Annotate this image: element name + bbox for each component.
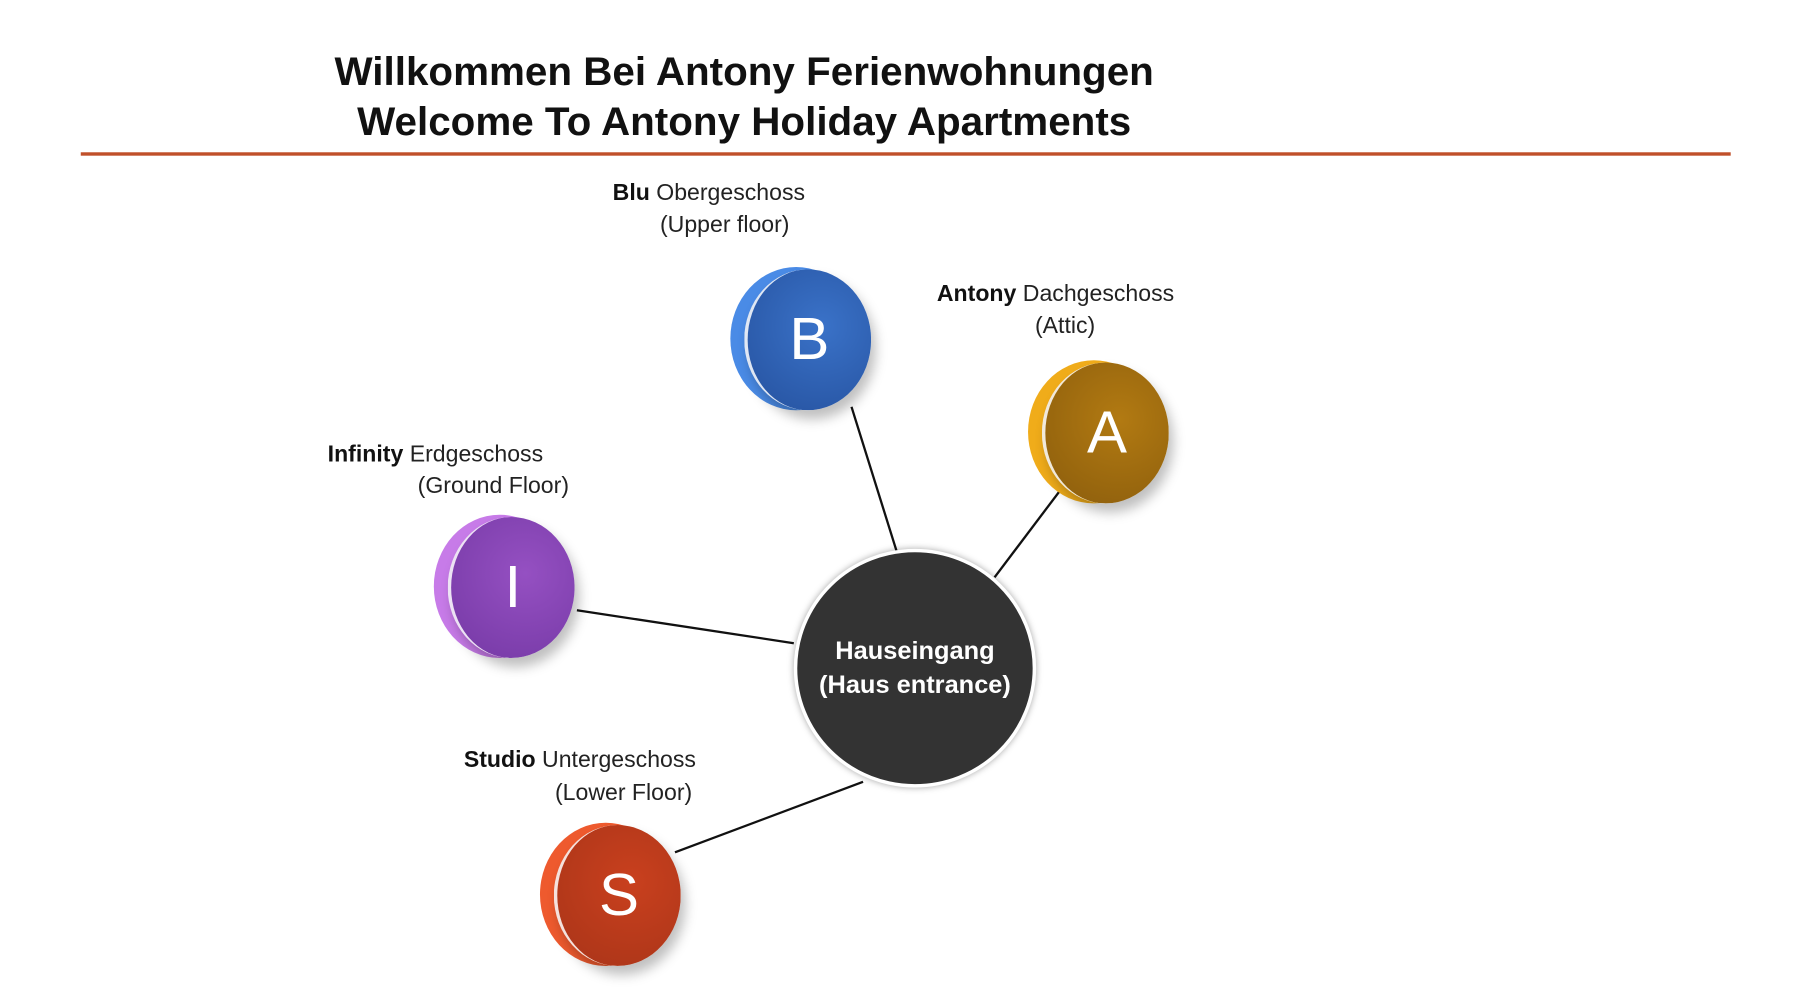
apartment-name: Studio: [463, 747, 536, 773]
coin-letter: A: [1041, 362, 1169, 504]
apartment-name: Antony: [936, 281, 1017, 307]
connector-blu: [850, 406, 899, 555]
house-entrance-hub: Hauseingang (Haus entrance): [793, 548, 1037, 788]
label-studio-en: (Lower Floor): [554, 780, 693, 806]
coin-antony: A: [1028, 360, 1171, 505]
connector-infinity: [576, 609, 794, 645]
label-studio: Studio Untergeschoss: [464, 748, 696, 774]
label-antony-en: (Attic): [1034, 313, 1096, 339]
coin-studio: S: [539, 822, 683, 968]
coin-letter: B: [744, 269, 872, 411]
floor-name: Erdgeschoss: [409, 442, 544, 468]
title-german: Willkommen Bei Antony Ferienwohnungen: [334, 50, 1154, 95]
coin-letter: I: [447, 517, 575, 658]
hub-title: Hauseingang: [835, 636, 995, 665]
apartment-name: Blu: [612, 180, 650, 206]
label-infinity: Infinity Erdgeschoss: [328, 442, 543, 468]
floor-name: Dachgeschoss: [1022, 281, 1175, 307]
floor-name: Obergeschoss: [656, 180, 806, 206]
title-divider: [80, 152, 1731, 156]
label-blu: Blu Obergeschoss: [613, 181, 805, 207]
coin-blu: B: [730, 267, 873, 412]
label-blu-en: (Upper floor): [659, 212, 790, 238]
apartment-name: Infinity: [327, 442, 404, 468]
floor-name: Untergeschoss: [542, 747, 696, 773]
title-english: Welcome To Antony Holiday Apartments: [357, 100, 1132, 145]
connector-antony: [993, 487, 1063, 578]
label-antony: Antony Dachgeschoss: [937, 282, 1174, 308]
connector-studio: [674, 780, 864, 854]
hub-subtitle: (Haus entrance): [819, 670, 1011, 699]
label-infinity-en: (Ground Floor): [417, 473, 570, 499]
coin-infinity: I: [433, 514, 577, 660]
coin-letter: S: [553, 825, 681, 966]
